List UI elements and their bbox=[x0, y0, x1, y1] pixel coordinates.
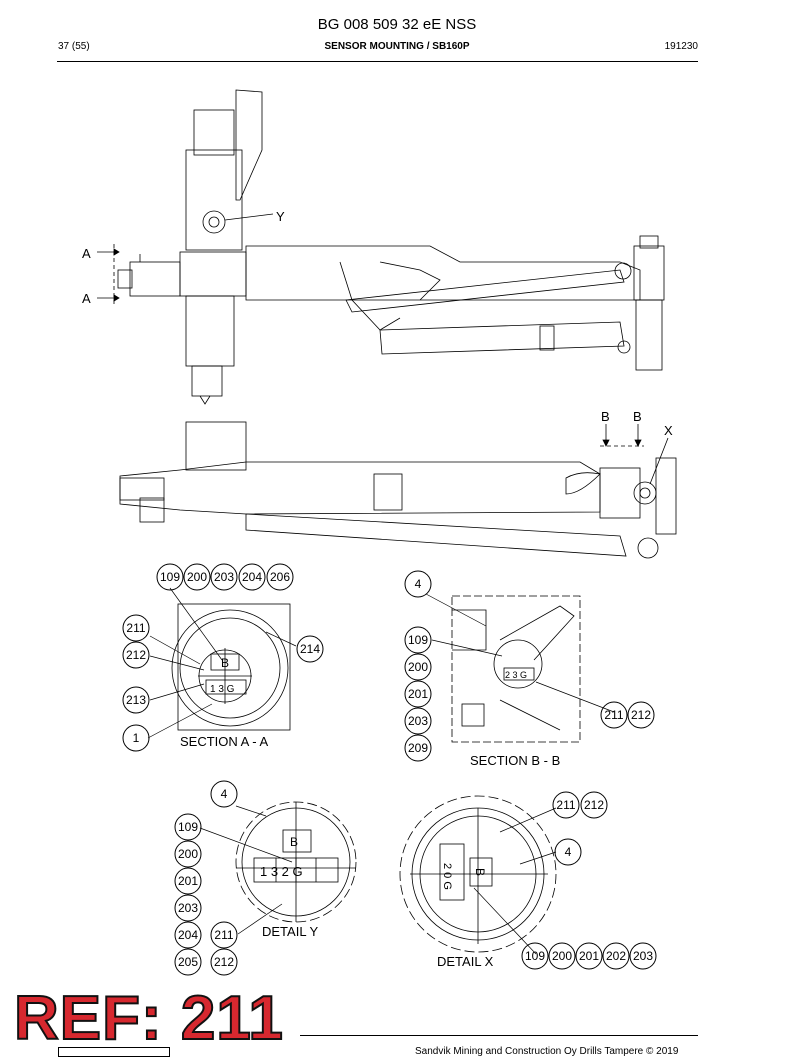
callout-bb-203: 203 bbox=[408, 714, 428, 728]
y-plate-bottom: 1 3 2 G bbox=[260, 864, 303, 879]
copyright-text: Sandvik Mining and Construction Oy Drill… bbox=[415, 1046, 679, 1057]
callout-x-203: 203 bbox=[633, 949, 653, 963]
x-plate-right: B bbox=[473, 868, 487, 876]
callout-bb-212: 212 bbox=[631, 708, 651, 722]
callouts-aa: 109 200 203 204 206 211 212 214 213 1 bbox=[122, 563, 324, 752]
detail-y-marker: Y bbox=[276, 209, 285, 224]
view-a-label-1: A bbox=[82, 246, 91, 261]
callout-x-211: 211 bbox=[556, 798, 575, 812]
callout-bb-211: 211 bbox=[604, 708, 623, 722]
callouts-bb: 4 109 200 201 203 209 211 212 bbox=[404, 570, 655, 762]
x-plate-left: 2 0 G bbox=[441, 863, 453, 890]
boom-plan-view bbox=[119, 421, 677, 559]
y-plate-top: B bbox=[290, 835, 298, 849]
callout-y-109: 109 bbox=[178, 820, 198, 834]
callout-bb-4: 4 bbox=[415, 577, 422, 591]
callout-aa-203: 203 bbox=[214, 570, 234, 584]
view-b-label-2: B bbox=[633, 409, 642, 424]
view-a-label-2: A bbox=[82, 291, 91, 306]
detail-y-view bbox=[235, 801, 357, 923]
callout-aa-1: 1 bbox=[133, 731, 140, 745]
callout-y-204: 204 bbox=[178, 928, 198, 942]
detail-x-marker: X bbox=[664, 423, 673, 438]
reference-label: REF: 211 bbox=[13, 984, 284, 1053]
boom-side-view bbox=[117, 89, 665, 405]
callout-y-200: 200 bbox=[178, 847, 198, 861]
callout-aa-214: 214 bbox=[300, 642, 320, 656]
callout-y-201: 201 bbox=[178, 874, 198, 888]
header-divider bbox=[57, 61, 698, 62]
section-bb-label: SECTION B - B bbox=[470, 753, 560, 768]
page-number: 37 (55) bbox=[58, 41, 90, 52]
callout-aa-200: 200 bbox=[187, 570, 207, 584]
callout-y-4: 4 bbox=[221, 787, 228, 801]
callout-bb-200: 200 bbox=[408, 660, 428, 674]
detail-x-label: DETAIL X bbox=[437, 954, 494, 969]
document-code: 191230 bbox=[664, 41, 698, 52]
callout-y-205: 205 bbox=[178, 955, 198, 969]
callouts-y: 4 109 200 201 203 204 205 211 212 bbox=[174, 780, 238, 976]
view-b-label-1: B bbox=[601, 409, 610, 424]
callout-y-212: 212 bbox=[214, 955, 234, 969]
callout-aa-109: 109 bbox=[160, 570, 180, 584]
callout-aa-211: 211 bbox=[126, 621, 145, 635]
callout-x-202: 202 bbox=[606, 949, 626, 963]
callout-aa-206: 206 bbox=[270, 570, 290, 584]
callout-y-211: 211 bbox=[214, 928, 233, 942]
footer-divider bbox=[300, 1035, 698, 1036]
detail-y-label: DETAIL Y bbox=[262, 924, 318, 939]
callout-aa-204: 204 bbox=[242, 570, 262, 584]
aa-plate-top: B bbox=[221, 656, 229, 670]
section-aa-view bbox=[171, 603, 291, 731]
callout-y-203: 203 bbox=[178, 901, 198, 915]
section-bb-view bbox=[451, 595, 581, 743]
callout-x-200: 200 bbox=[552, 949, 572, 963]
callout-x-4: 4 bbox=[565, 845, 572, 859]
callout-aa-213: 213 bbox=[126, 693, 146, 707]
document-title: BG 008 509 32 eE NSS bbox=[317, 16, 477, 33]
bb-plate: 2 3 G bbox=[505, 670, 527, 680]
callout-x-201: 201 bbox=[579, 949, 599, 963]
callout-bb-209: 209 bbox=[408, 741, 428, 755]
callout-bb-109: 109 bbox=[408, 633, 428, 647]
section-aa-label: SECTION A - A bbox=[180, 734, 268, 749]
callout-aa-212: 212 bbox=[126, 648, 146, 662]
callouts-x: 211 212 4 109 200 201 202 203 bbox=[521, 791, 657, 970]
detail-x-view bbox=[399, 795, 557, 953]
callout-bb-201: 201 bbox=[408, 687, 428, 701]
callout-x-212: 212 bbox=[584, 798, 604, 812]
section-title: SENSOR MOUNTING / SB160P bbox=[324, 41, 470, 52]
aa-plate-bottom: 1 3 G bbox=[210, 684, 235, 695]
callout-x-109: 109 bbox=[525, 949, 545, 963]
